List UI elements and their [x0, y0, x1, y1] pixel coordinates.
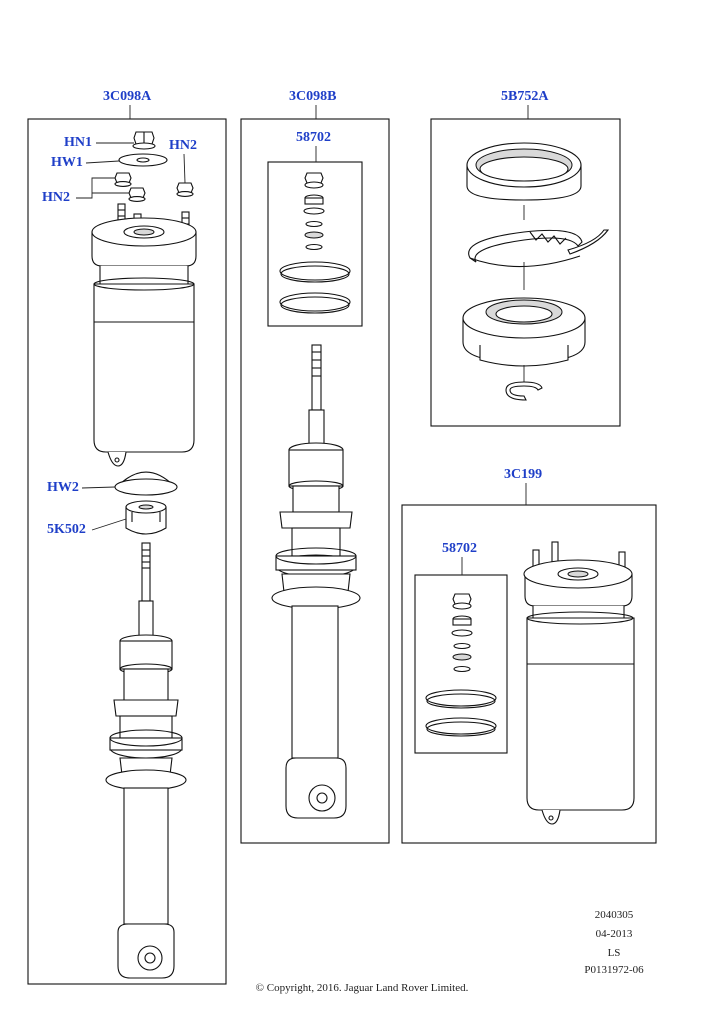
callout-hn1: HN1: [64, 135, 92, 150]
5k502-bump-stop-illustration: [125, 500, 167, 535]
hn2-nut-left-illustration: [114, 172, 132, 187]
group-3c098b-label: 3C098B: [289, 89, 337, 104]
callout-hw2: HW2: [47, 480, 79, 495]
group-3c199-kit-label: 58702: [442, 541, 477, 556]
air-spring-3c199-illustration: [523, 541, 635, 825]
kit-58702-c-contents-illustration: [425, 593, 497, 737]
air-spring-3c098a-illustration: [91, 217, 197, 467]
ref-number: 2040305: [594, 909, 634, 921]
copyright-notice: © Copyright, 2016. Jaguar Land Rover Lim…: [255, 982, 469, 994]
panel-5b752a-frame: [430, 118, 621, 427]
panel-3c098a-frame: [27, 118, 227, 985]
panel-3c199-frame: [401, 504, 657, 844]
callout-hw1: HW1: [51, 155, 83, 170]
ref-date: 04-2013: [595, 928, 633, 940]
damper-3c098a-illustration: [105, 542, 187, 979]
group-3c199-label: 3C199: [504, 467, 543, 482]
hn2-nut-mid-illustration: [128, 187, 146, 202]
hw1-washer-illustration: [118, 153, 168, 167]
kit-58702-b-contents-illustration: [279, 172, 351, 314]
panel-3c098b-frame: [240, 118, 390, 844]
hn2-nut-right-illustration: [176, 182, 194, 197]
callout-hn2-right: HN2: [169, 138, 197, 153]
ref-drawing-id: P0131972-06: [584, 964, 644, 976]
callout-5k502: 5K502: [47, 522, 86, 537]
group-5b752a-label: 5B752A: [501, 89, 549, 104]
panel-3c199-kit-frame: [414, 574, 508, 754]
group-3c098a-label: 3C098A: [103, 89, 152, 104]
callout-hn2-left: HN2: [42, 190, 70, 205]
ref-model: LS: [607, 947, 621, 959]
group-3c098b-kit-label: 58702: [296, 130, 331, 145]
hw2-cap-illustration: [114, 471, 178, 496]
panel-3c098b-kit-frame: [267, 161, 363, 327]
damper-3c098b-illustration: [271, 344, 361, 819]
hn1-nut-illustration: [132, 131, 156, 150]
5b752a-mount-kit-illustration: [462, 142, 610, 401]
